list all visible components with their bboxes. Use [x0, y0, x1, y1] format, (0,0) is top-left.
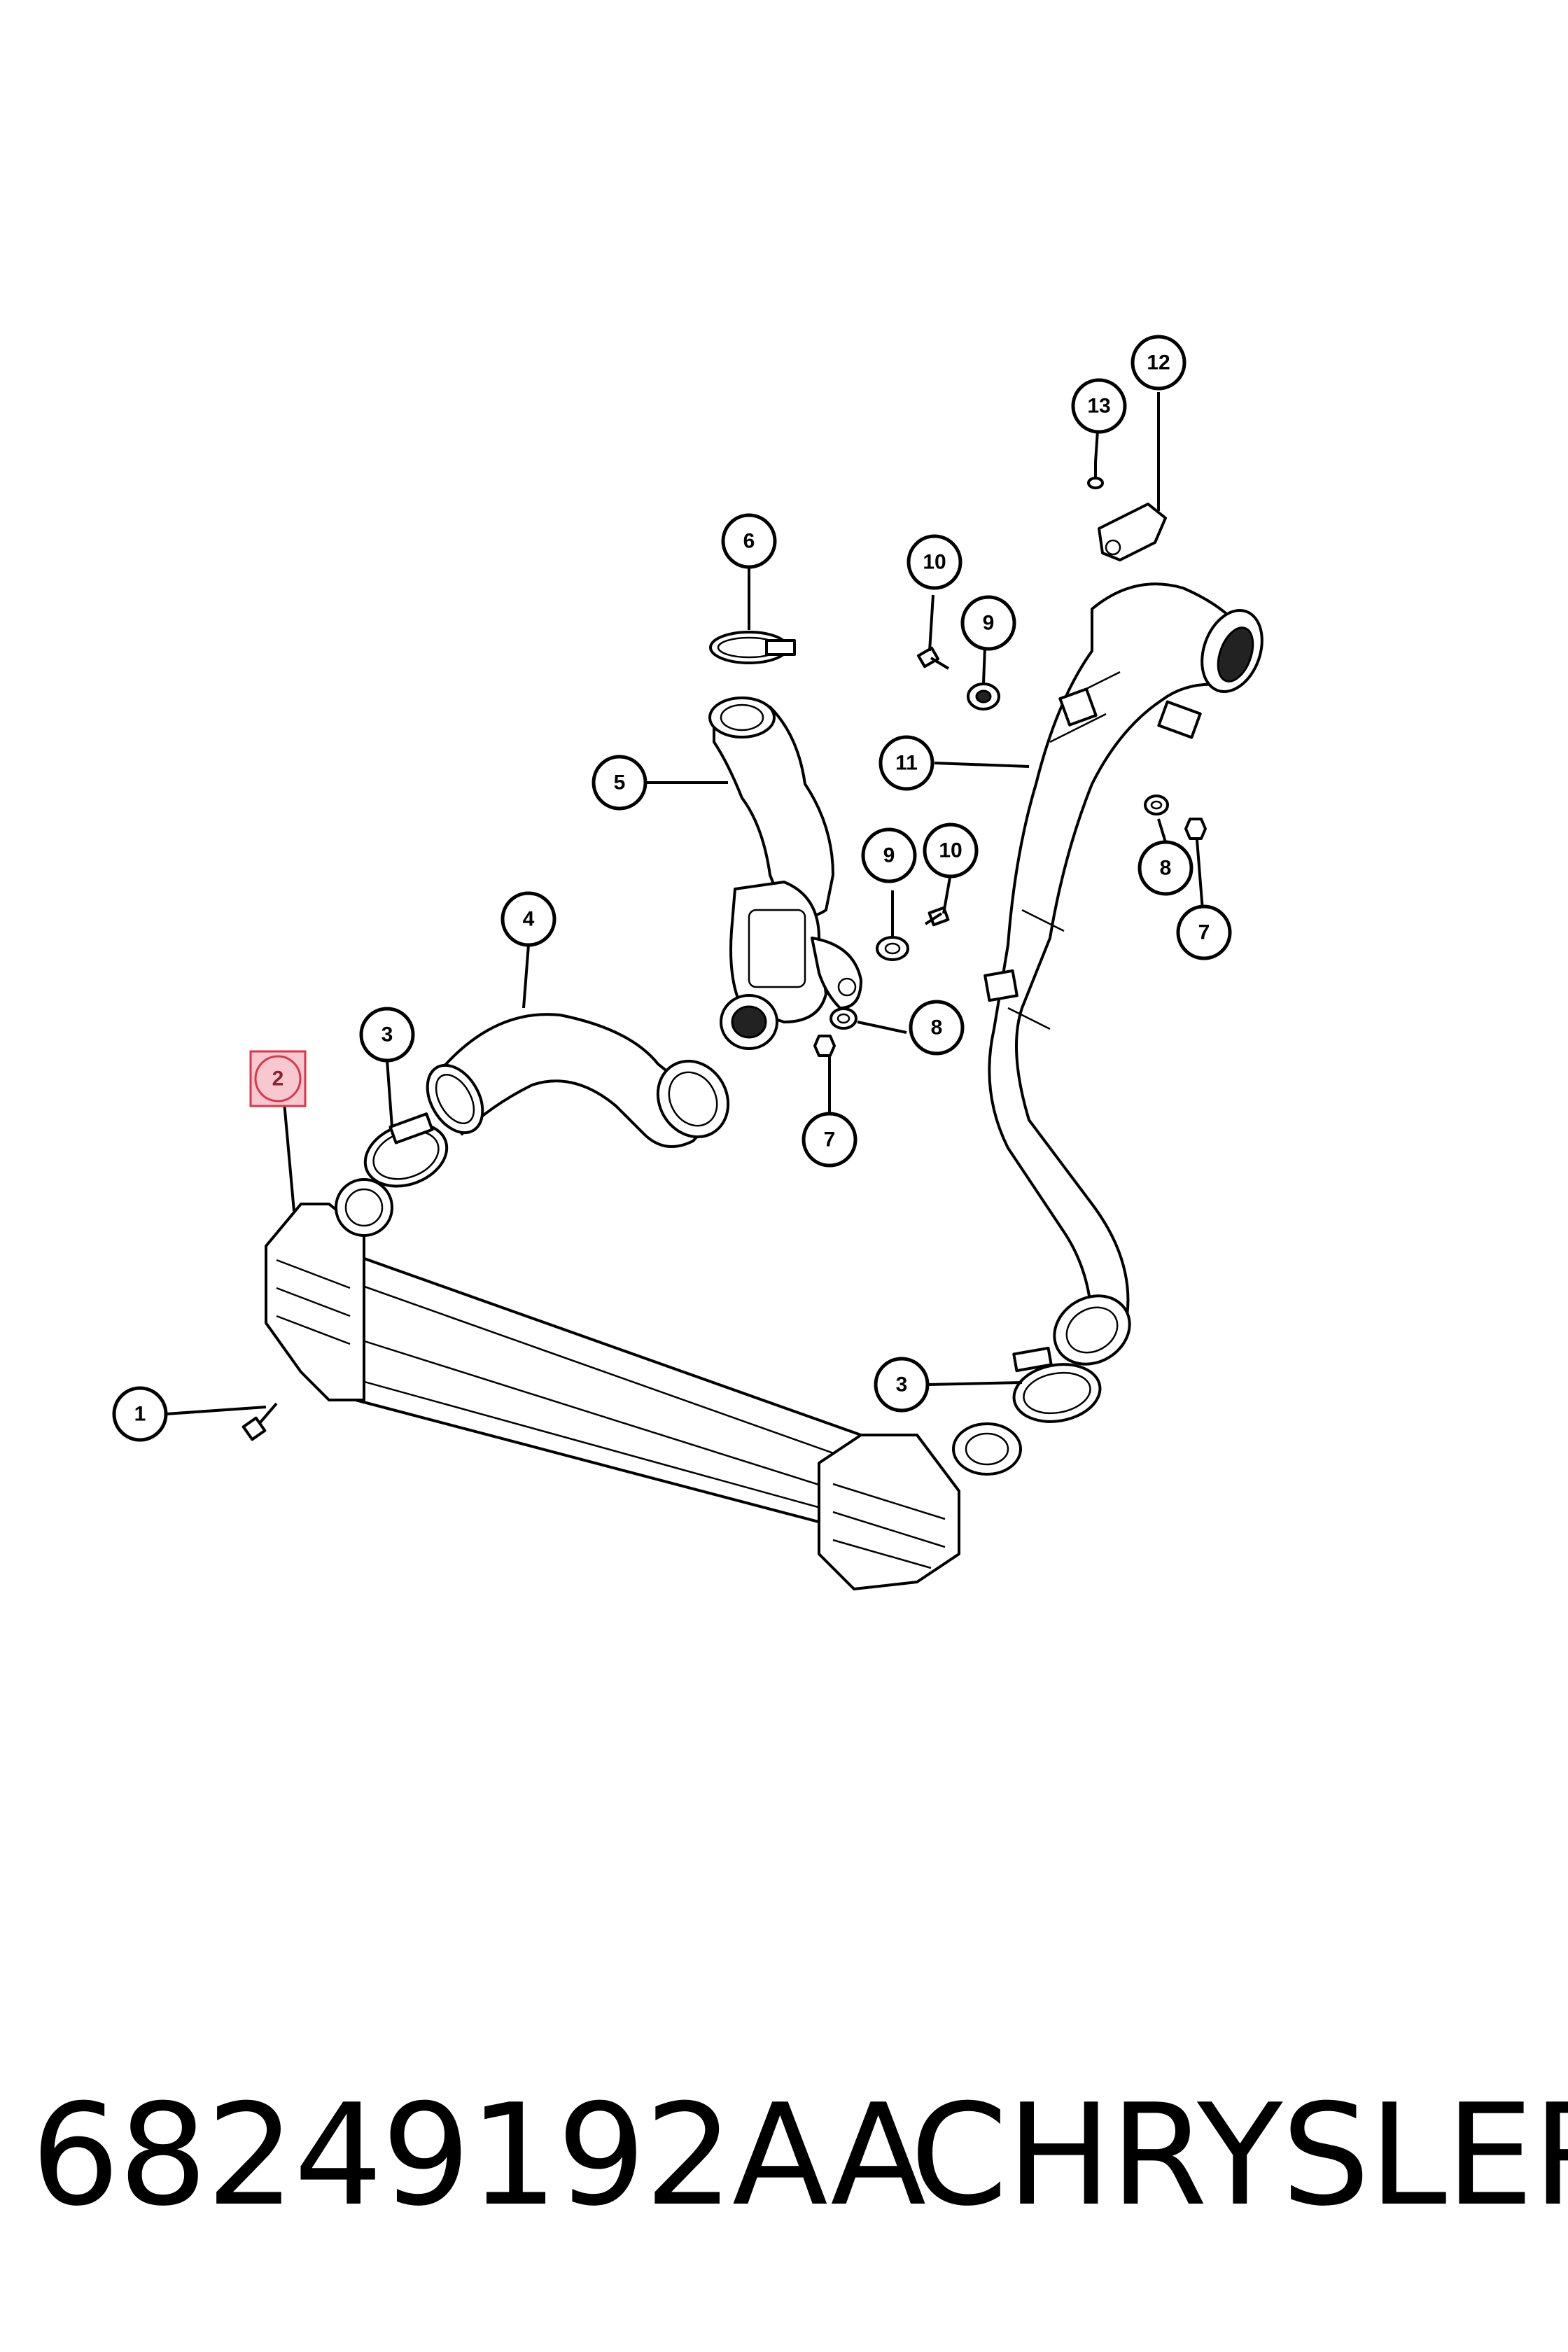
- callout-9-upper[interactable]: 9: [960, 595, 1016, 651]
- callout-9-upper-label: 9: [983, 612, 995, 635]
- callout-13-label: 13: [1087, 395, 1110, 418]
- callout-2[interactable]: 2: [249, 1050, 307, 1107]
- callout-7-right[interactable]: 7: [1176, 904, 1232, 960]
- callout-4[interactable]: 4: [500, 891, 556, 947]
- fasteners-right: [1144, 794, 1207, 840]
- callout-3-left-label: 3: [382, 1023, 393, 1046]
- bolt-part-1: [241, 1402, 278, 1441]
- clamp-right: [1012, 1346, 1102, 1423]
- callout-13[interactable]: 13: [1071, 378, 1127, 434]
- footer: 68249192AA CHRYSLER: [0, 2072, 1568, 2240]
- callout-10-middle-label: 10: [939, 839, 962, 862]
- callout-9-middle-label: 9: [883, 844, 895, 867]
- callout-8-middle-label: 8: [931, 1016, 943, 1040]
- callout-7-right-label: 7: [1198, 921, 1210, 944]
- callout-7-middle-label: 7: [824, 1128, 836, 1152]
- callout-8-right-label: 8: [1160, 857, 1172, 880]
- bracket-part-12: [1087, 462, 1167, 561]
- part-number: 68249192AA: [31, 2074, 926, 2237]
- clamp-left: [363, 1112, 449, 1188]
- callout-8-right[interactable]: 8: [1138, 840, 1194, 896]
- callout-5[interactable]: 5: [592, 755, 648, 811]
- fasteners-middle: [876, 906, 950, 961]
- callout-10-upper-label: 10: [923, 551, 946, 574]
- hose-part-4: [426, 1013, 730, 1148]
- callout-2-circle: [254, 1055, 302, 1102]
- callout-4-label: 4: [523, 908, 535, 931]
- fasteners-upper: [916, 646, 1000, 710]
- callout-7-middle[interactable]: 7: [802, 1112, 858, 1168]
- callout-12[interactable]: 12: [1130, 335, 1186, 391]
- hose-part-11: [983, 582, 1264, 1366]
- brand-name: CHRYSLER: [910, 2074, 1568, 2237]
- callout-2-label: 2: [272, 1068, 284, 1091]
- callout-9-middle[interactable]: 9: [861, 827, 917, 883]
- fasteners-lower: [813, 1007, 858, 1057]
- callout-10-middle[interactable]: 10: [923, 822, 979, 878]
- callout-12-label: 12: [1147, 351, 1170, 374]
- callout-1-label: 1: [134, 1403, 146, 1426]
- callout-3-left[interactable]: 3: [359, 1007, 415, 1063]
- callout-6-label: 6: [743, 530, 755, 553]
- clamp-part-6: [709, 631, 796, 664]
- callout-1[interactable]: 1: [112, 1386, 168, 1442]
- callout-8-middle[interactable]: 8: [909, 1000, 965, 1056]
- callout-11[interactable]: 11: [878, 735, 934, 791]
- callout-3-right-label: 3: [896, 1373, 908, 1396]
- callout-10-upper[interactable]: 10: [906, 534, 962, 590]
- intercooler-core: [265, 1178, 1022, 1590]
- hose-part-5: [708, 696, 862, 1050]
- callout-6[interactable]: 6: [721, 513, 777, 569]
- callout-11-label: 11: [895, 752, 918, 775]
- callout-3-right[interactable]: 3: [874, 1357, 930, 1413]
- callout-5-label: 5: [614, 771, 626, 794]
